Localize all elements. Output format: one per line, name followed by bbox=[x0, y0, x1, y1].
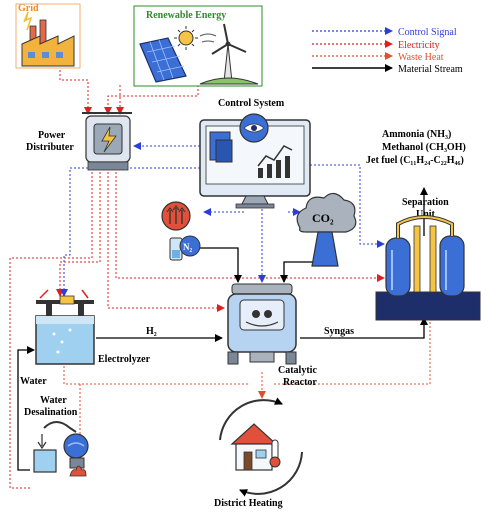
water-desalination-icon bbox=[33, 421, 89, 477]
water-label: Water bbox=[20, 376, 47, 387]
legend-control-signal: Control Signal bbox=[398, 27, 457, 38]
product-ammonia-label: Ammonia (NH₃) bbox=[382, 129, 451, 140]
legend-material-stream: Material Stream bbox=[398, 64, 463, 75]
connections bbox=[9, 70, 431, 489]
control-system-label: Control System bbox=[218, 98, 285, 109]
eye-icon bbox=[239, 113, 269, 143]
co2-label: CO₂ bbox=[312, 211, 334, 225]
district-heating-label: District Heating bbox=[214, 498, 283, 509]
district-heating-icon bbox=[219, 397, 303, 497]
catalytic-reactor-icon bbox=[227, 283, 297, 365]
sun-icon bbox=[174, 26, 198, 50]
water-desalination-label-line2: Desalination bbox=[24, 407, 78, 418]
co2-source-icon bbox=[296, 192, 357, 267]
electrolyzer-icon bbox=[35, 289, 95, 365]
grid-label: Grid bbox=[18, 3, 39, 14]
water-desalination-label-line1: Water bbox=[40, 395, 67, 406]
power-distributer-label-line2: Distributer bbox=[26, 142, 74, 153]
power-distributer-icon bbox=[82, 112, 132, 171]
legend: Control Signal Electricity Waste Heat Ma… bbox=[312, 27, 463, 75]
separation-unit-label-line1: Separation bbox=[402, 197, 449, 208]
separation-unit-label-line2: Unit bbox=[416, 209, 436, 220]
power-distributer-label-line1: Power bbox=[38, 130, 66, 141]
catalytic-reactor-label-line2: Reactor bbox=[283, 377, 317, 388]
legend-electricity: Electricity bbox=[398, 40, 440, 51]
wind-turbine-icon bbox=[199, 23, 259, 85]
grid-icon bbox=[15, 3, 81, 69]
nitrogen-source-icon bbox=[161, 201, 201, 261]
solar-panel-icon bbox=[139, 37, 187, 83]
n2-label: N₂ bbox=[183, 242, 192, 252]
product-jet-fuel-label: Jet fuel (C₁₁H₂₄-C₂₂H₄₆) bbox=[366, 155, 464, 166]
renewable-energy-label: Renewable Energy bbox=[146, 10, 226, 21]
h2-label: H₂ bbox=[146, 326, 157, 337]
electrolyzer-label: Electrolyzer bbox=[98, 354, 151, 365]
product-methanol-label: Methanol (CH₃OH) bbox=[382, 142, 466, 153]
separation-columns-icon bbox=[375, 215, 481, 321]
legend-waste-heat: Waste Heat bbox=[398, 52, 444, 63]
syngas-label: Syngas bbox=[324, 326, 354, 337]
catalytic-reactor-label-line1: Catalytic bbox=[278, 365, 317, 376]
